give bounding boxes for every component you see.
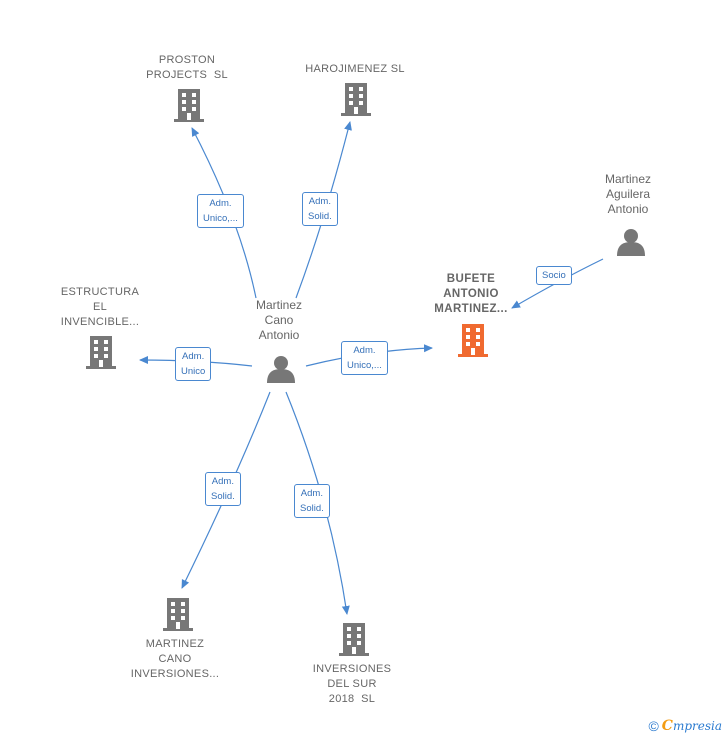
building-icon-proston[interactable] <box>174 89 204 122</box>
edge-label-to-bufete[interactable]: Adm. Unico,... <box>341 341 388 375</box>
building-icon-bufete[interactable] <box>458 324 488 357</box>
edge-label-line: Unico,... <box>347 360 382 371</box>
edge-label-line: Solid. <box>300 503 324 514</box>
label-line: DEL SUR <box>327 678 377 690</box>
node-label-inversiones-sur[interactable]: INVERSIONES DEL SUR 2018 SL <box>292 662 412 707</box>
node-label-estructura[interactable]: ESTRUCTURA EL INVENCIBLE... <box>40 285 160 330</box>
edge-label-to-proston[interactable]: Adm. Unico,... <box>197 194 244 228</box>
edge-label-line: Adm. <box>308 196 331 207</box>
edge-label-line: Socio <box>542 270 566 281</box>
edge-label-to-harojimenez[interactable]: Adm. Solid. <box>302 192 338 226</box>
edge-label-line: Solid. <box>211 491 235 502</box>
label-line: INVENCIBLE... <box>60 316 140 328</box>
person-icon-martinez-cano[interactable] <box>267 356 295 383</box>
edge-label-line: Unico,... <box>203 213 238 224</box>
node-label-mci[interactable]: MARTINEZ CANO INVERSIONES... <box>115 637 235 682</box>
edge-label-line: Adm. <box>300 488 323 499</box>
label-line: EL <box>92 301 108 313</box>
edge-label-line: Adm. <box>182 351 205 362</box>
edge-label-line: Solid. <box>308 211 332 222</box>
edge-label-aguilera-to-bufete[interactable]: Socio <box>536 266 572 285</box>
edge-label-line: Adm. <box>211 476 234 487</box>
building-icon-estructura[interactable] <box>86 336 116 369</box>
label-line: Martinez <box>604 172 651 186</box>
node-label-bufete[interactable]: BUFETE ANTONIO MARTINEZ... <box>410 272 532 317</box>
label-line: ANTONIO <box>443 288 499 300</box>
label-line: HAROJIMENEZ SL <box>305 63 405 75</box>
label-line: CANO <box>158 653 192 665</box>
building-icon-harojimenez[interactable] <box>341 83 371 116</box>
person-icon-martinez-aguilera[interactable] <box>617 229 645 256</box>
edge-label-to-mci[interactable]: Adm. Solid. <box>205 472 241 506</box>
brand-logo: Cmpresia <box>662 718 722 734</box>
building-icon-inversiones-sur[interactable] <box>339 623 369 656</box>
brand-initial: C <box>661 718 673 734</box>
label-line: Cano <box>264 313 294 327</box>
label-line: BUFETE <box>446 273 496 285</box>
label-line: Martinez <box>255 298 302 312</box>
copyright-symbol: © <box>648 718 659 734</box>
label-line: INVERSIONES... <box>130 668 220 680</box>
label-line: Antonio <box>258 328 300 342</box>
edge-label-line: Adm. <box>209 198 232 209</box>
label-line: MARTINEZ... <box>434 303 508 315</box>
footer-brand: © Cmpresia <box>648 718 722 734</box>
label-line: Antonio <box>607 202 649 216</box>
label-line: PROSTON <box>158 54 216 66</box>
edge-label-to-estructura[interactable]: Adm. Unico <box>175 347 212 381</box>
node-label-proston[interactable]: PROSTON PROJECTS SL <box>127 53 247 83</box>
label-line: MARTINEZ <box>145 638 205 650</box>
label-line: INVERSIONES <box>312 663 392 675</box>
label-line: Aguilera <box>605 187 651 201</box>
node-label-martinez-cano[interactable]: Martinez Cano Antonio <box>234 298 324 343</box>
brand-name: mpresia <box>672 719 722 733</box>
edge-label-line: Unico <box>181 366 206 377</box>
node-label-harojimenez[interactable]: HAROJIMENEZ SL <box>290 62 420 77</box>
label-line: ESTRUCTURA <box>60 286 140 298</box>
node-label-martinez-aguilera[interactable]: Martinez Aguilera Antonio <box>583 172 673 217</box>
label-line: PROJECTS SL <box>146 69 228 81</box>
edge-label-to-inversiones-sur[interactable]: Adm. Solid. <box>294 484 330 518</box>
edge-label-line: Adm. <box>353 345 376 356</box>
label-line: 2018 SL <box>328 693 376 705</box>
building-icon-mci[interactable] <box>163 598 193 631</box>
